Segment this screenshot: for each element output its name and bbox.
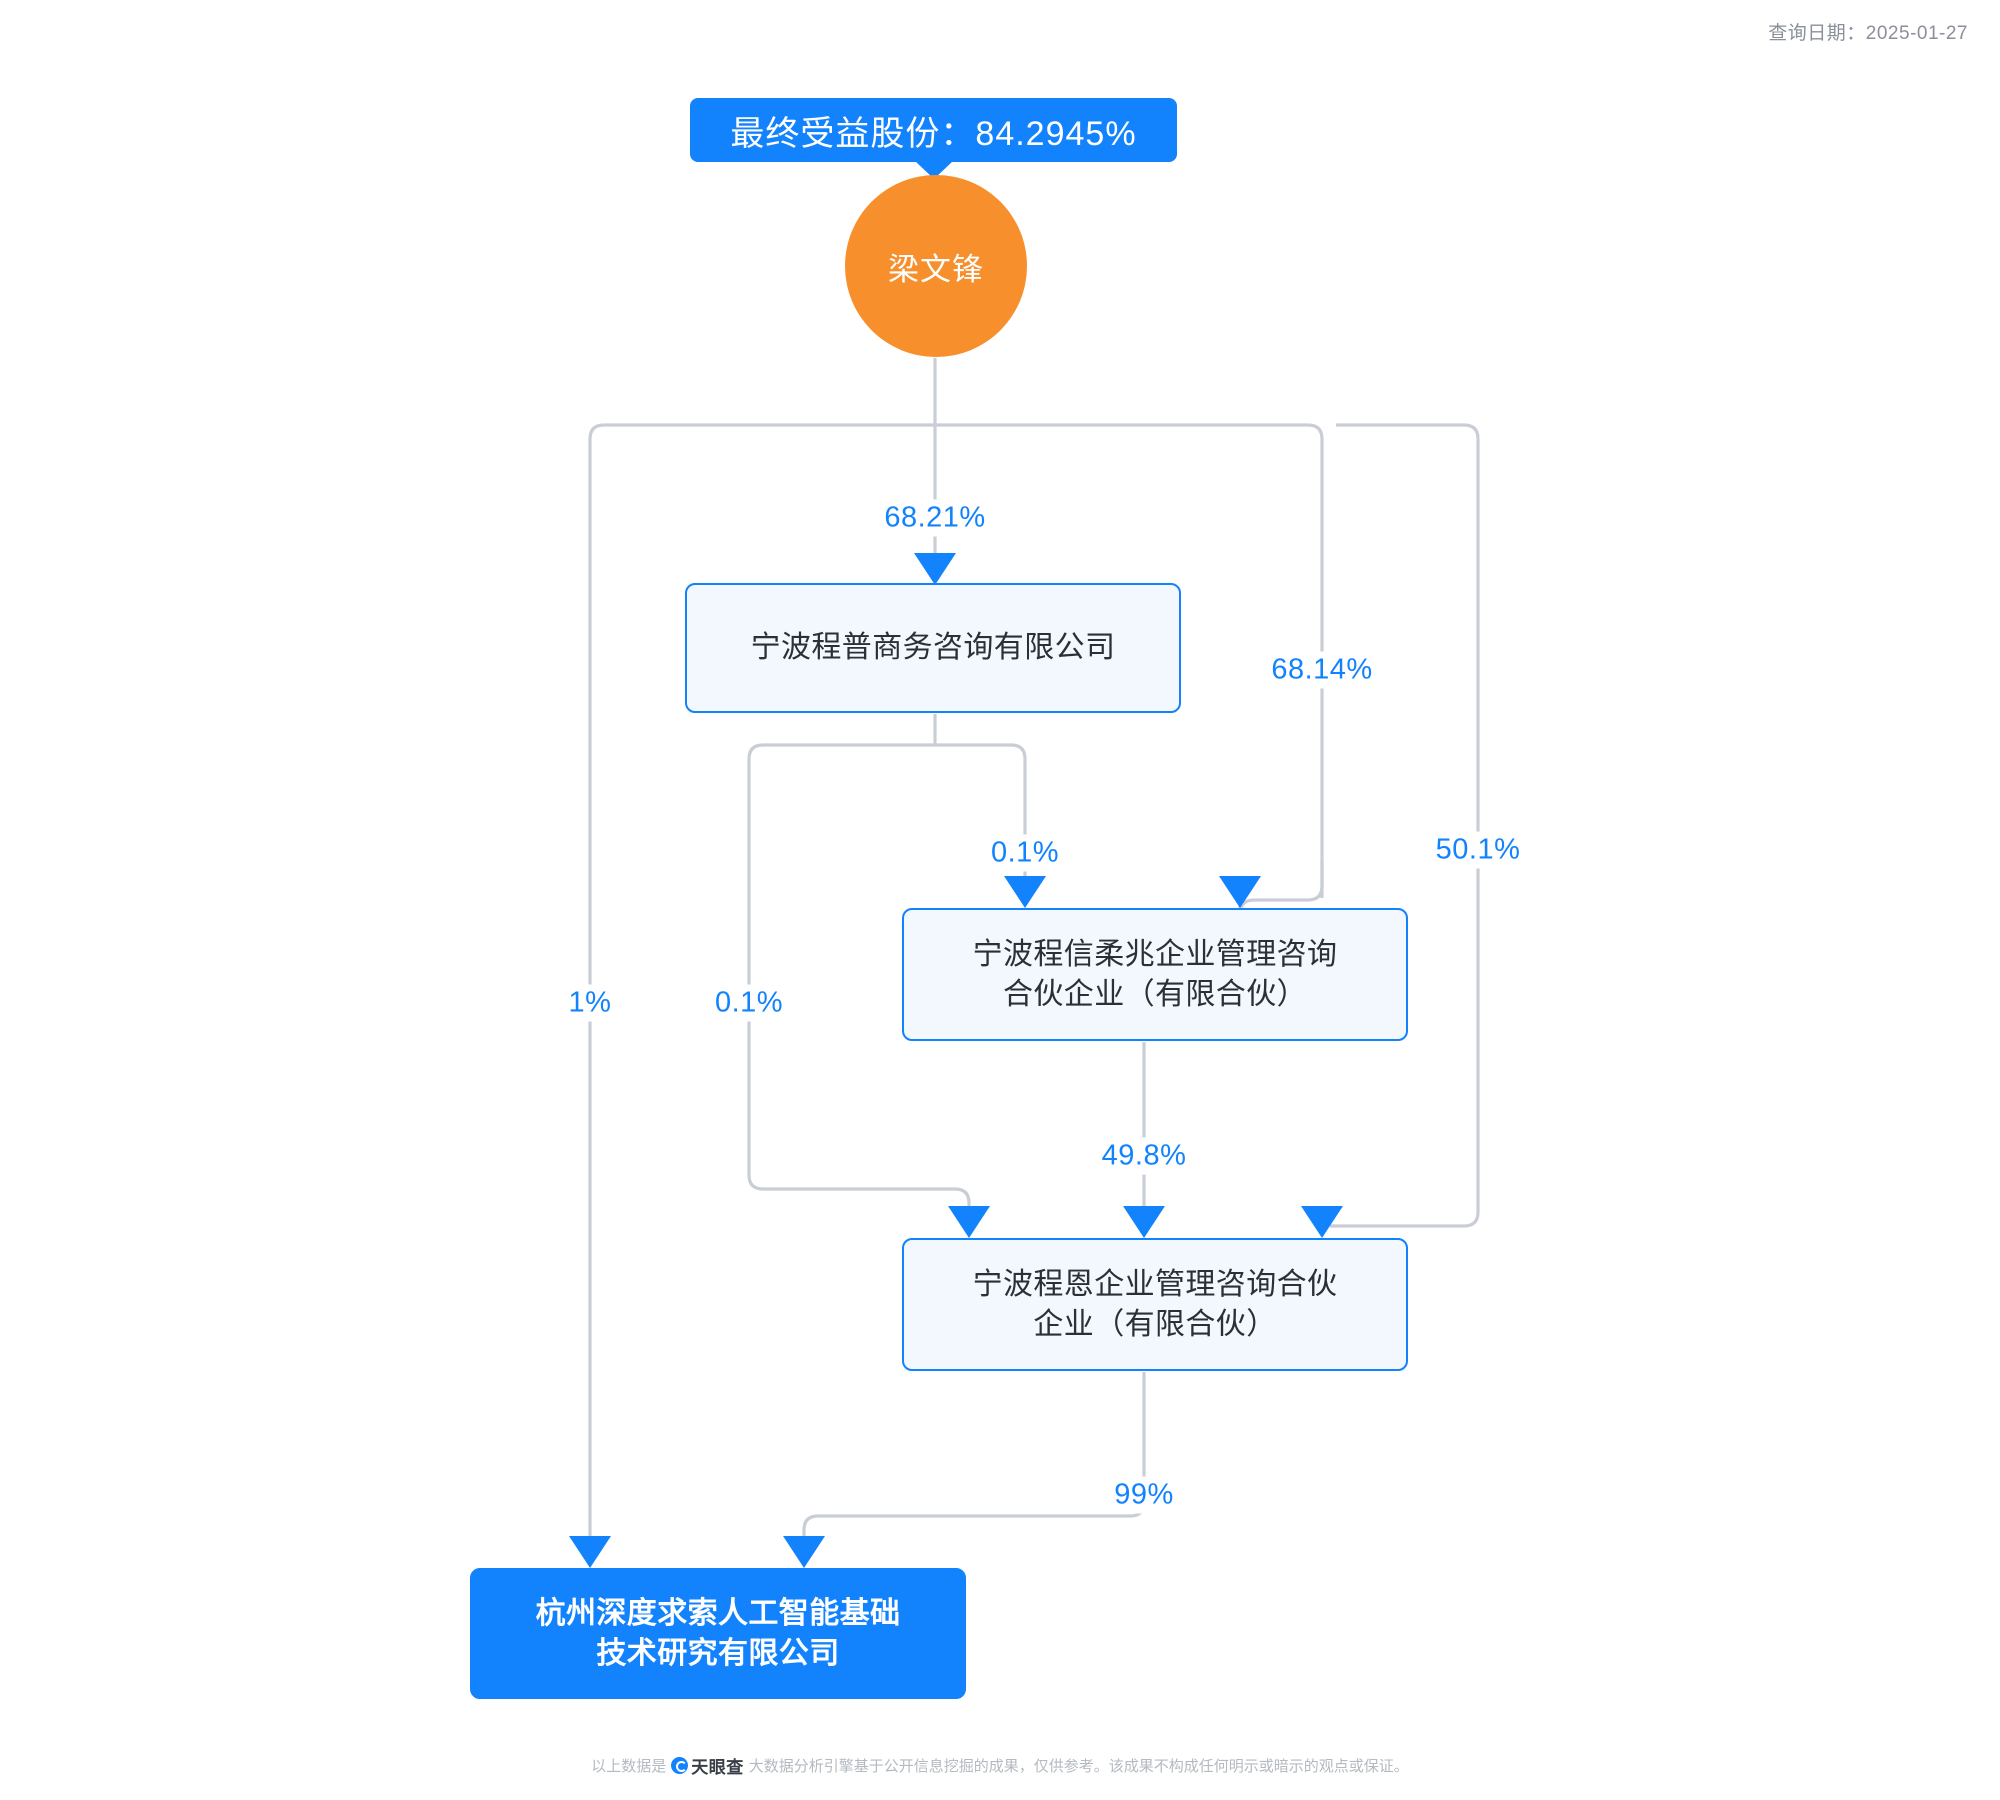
person-node-liangwenfeng[interactable]: 梁文锋: [845, 175, 1027, 357]
company-name-chengpu: 宁波程普商务咨询有限公司: [750, 631, 1116, 665]
company-name-chengen-line1: 宁波程恩企业管理咨询合伙: [972, 1267, 1338, 1301]
company-name-chengxin-line1: 宁波程信柔兆企业管理咨询: [972, 937, 1338, 971]
company-node-deepseek[interactable]: 杭州深度求索人工智能基础 技术研究有限公司: [470, 1568, 966, 1699]
arrowhead-deepseek-from-liang: [569, 1536, 611, 1568]
arrowhead-chengen-from-chengpu: [948, 1206, 990, 1238]
final-benefit-banner: 最终受益股份：84.2945%: [690, 98, 1177, 179]
edge-label-chengpu-to-chengxin: 0.1%: [983, 834, 1067, 872]
query-date-label: 查询日期：2025-01-27: [1768, 23, 1968, 44]
edge-label-chengpu-to-chengen: 0.1%: [707, 984, 791, 1022]
arrowhead-deepseek-from-chengen: [783, 1536, 825, 1568]
edge-label-liang-to-chengen: 50.1%: [1428, 831, 1528, 869]
arrowhead-chengxin-from-liang: [1219, 876, 1261, 908]
tianyancha-logo: 天眼查: [671, 1753, 744, 1778]
arrowhead-chengen-from-chengxin: [1123, 1206, 1165, 1238]
edge-label-liang-to-chengxin: 68.14%: [1264, 651, 1380, 689]
final-benefit-text: 最终受益股份：84.2945%: [730, 114, 1137, 153]
company-node-chengen[interactable]: 宁波程恩企业管理咨询合伙 企业（有限合伙）: [902, 1238, 1408, 1371]
arrowhead-chengpu: [914, 553, 956, 585]
edge-label-chengen-to-deepseek: 99%: [1107, 1476, 1181, 1514]
arrowhead-chengxin-from-chengpu: [1004, 876, 1046, 908]
footer-prefix: 以上数据是: [591, 1758, 667, 1775]
person-name-label: 梁文锋: [888, 251, 984, 287]
banner-pointer: [914, 161, 953, 179]
company-name-chengxin-line2: 合伙企业（有限合伙）: [1003, 977, 1307, 1011]
company-name-deepseek-line1: 杭州深度求索人工智能基础: [535, 1596, 901, 1630]
edge-label-liang-to-deepseek: 1%: [561, 984, 619, 1022]
company-node-chengpu[interactable]: 宁波程普商务咨询有限公司: [685, 583, 1181, 713]
company-name-deepseek-line2: 技术研究有限公司: [596, 1636, 840, 1670]
footer-suffix: 大数据分析引擎基于公开信息挖掘的成果，仅供参考。该成果不构成任何明示或暗示的观点…: [748, 1758, 1409, 1775]
arrowhead-chengen-from-liang: [1301, 1206, 1343, 1238]
footer-disclaimer: 以上数据是 天眼查 大数据分析引擎基于公开信息挖掘的成果，仅供参考。该成果不构成…: [0, 1753, 2000, 1778]
company-name-chengen-line2: 企业（有限合伙）: [1033, 1307, 1277, 1341]
edge-label-liang-to-chengpu: 68.21%: [877, 499, 993, 537]
edge-label-chengxin-to-chengen: 49.8%: [1094, 1137, 1194, 1175]
tianyancha-brand-name: 天眼查: [691, 1758, 744, 1777]
company-node-chengxin[interactable]: 宁波程信柔兆企业管理咨询 合伙企业（有限合伙）: [902, 908, 1408, 1041]
tianyancha-mark-icon: [671, 1757, 689, 1774]
